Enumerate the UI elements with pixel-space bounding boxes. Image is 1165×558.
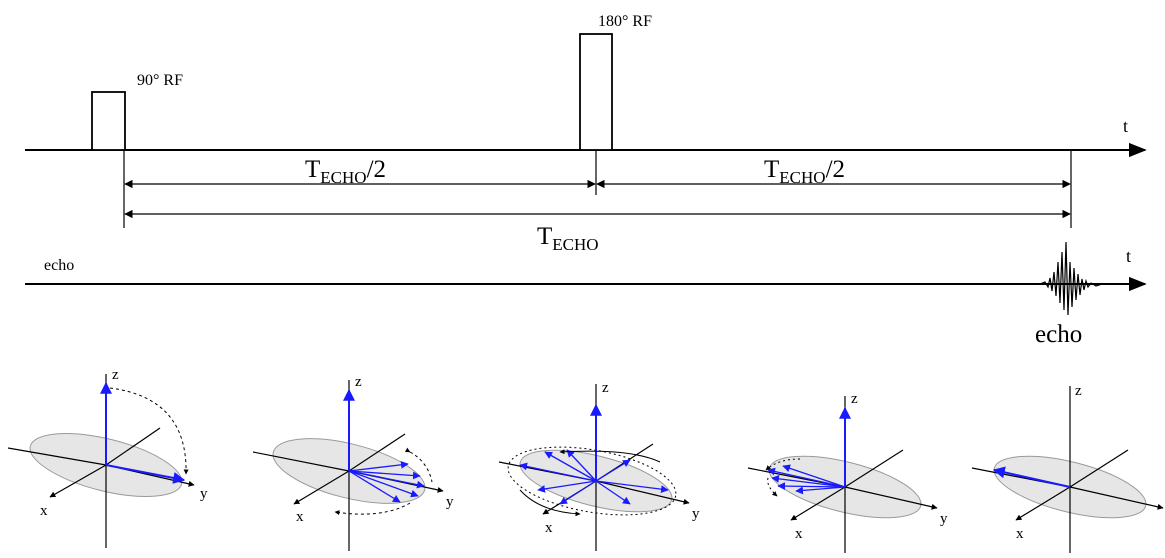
echo-left-label: echo xyxy=(44,257,74,274)
time-axis-label: t xyxy=(1123,116,1128,136)
dephasing-vector xyxy=(348,470,401,503)
axis-y xyxy=(844,486,938,510)
echo-signal xyxy=(1039,241,1103,316)
y-axis-label: y xyxy=(200,486,208,502)
y-axis-label: y xyxy=(692,506,700,522)
x-axis-label: x xyxy=(296,509,304,525)
dephasing-vector xyxy=(595,480,669,493)
magnetization-vector xyxy=(105,464,186,484)
z-axis-label: z xyxy=(355,374,362,390)
rotation-arc xyxy=(767,477,778,497)
z-axis-label: z xyxy=(112,367,119,383)
pulse-180-rf xyxy=(579,33,613,151)
axis-x xyxy=(49,464,107,498)
dephasing-vector xyxy=(595,480,631,505)
axis-horizontal xyxy=(7,447,107,466)
dephasing-vector xyxy=(566,449,597,482)
vector-panel-3: z y x xyxy=(498,380,700,551)
pulse-90-rf xyxy=(91,91,126,151)
dephasing-vector xyxy=(537,480,597,493)
dephasing-ring xyxy=(507,446,677,516)
dephasing-vector xyxy=(348,470,421,480)
x-axis-label: x xyxy=(1016,526,1024,542)
x-axis-label: x xyxy=(795,526,803,542)
echo-timeline: echo t echo xyxy=(25,241,1147,348)
pulse-180-label: 180° RF xyxy=(598,13,652,30)
half-echo-label-1: TECHO/2 xyxy=(305,156,386,187)
pulse-90-label: 90° RF xyxy=(137,72,183,89)
vector-panel-1: z y x xyxy=(7,367,208,548)
axis-y xyxy=(1069,486,1164,510)
z-axis-label: z xyxy=(602,380,609,396)
vector-panel-2: z y x xyxy=(252,374,454,551)
dephasing-vector xyxy=(544,451,597,482)
axis-y xyxy=(595,480,690,505)
axis-diag xyxy=(348,433,406,472)
rotation-arc xyxy=(334,502,411,516)
rephasing-vector xyxy=(777,482,846,491)
rephasing-vector xyxy=(771,474,846,488)
y-axis-label: y xyxy=(446,494,454,510)
rephasing-vector xyxy=(767,467,846,488)
half-echo-label-2: TECHO/2 xyxy=(764,156,845,187)
refocused-vector xyxy=(992,466,1071,488)
z-axis-label: z xyxy=(851,391,858,407)
y-axis-label: y xyxy=(940,511,948,527)
vector-panel-5: z x xyxy=(971,383,1164,553)
axis-diag xyxy=(1069,449,1129,488)
rotation-arc xyxy=(559,449,661,463)
rotation-arc xyxy=(519,489,581,517)
full-echo-label: TECHO xyxy=(537,223,599,254)
echo-signal-label: echo xyxy=(1035,321,1082,348)
dephasing-vector xyxy=(595,459,631,482)
dephasing-vector xyxy=(559,480,597,505)
rotation-arc xyxy=(404,447,433,483)
dephasing-vector xyxy=(519,462,597,482)
axis-diag xyxy=(105,427,161,466)
echo-axis-label: t xyxy=(1126,246,1131,266)
x-axis-label: x xyxy=(40,503,48,519)
x-axis-label: x xyxy=(545,520,553,536)
dephasing-vector xyxy=(348,460,409,472)
dephasing-vector xyxy=(348,470,425,489)
dephasing-vector xyxy=(348,470,419,498)
axis-x xyxy=(790,486,846,521)
vector-panel-4: z y x xyxy=(747,391,948,553)
rephasing-vector xyxy=(795,486,846,495)
axis-x xyxy=(293,470,350,505)
pulse-timeline: t 90° RF 180° RF TECHO/2 TECHO/2 TECHO xyxy=(25,13,1147,254)
axis-diag xyxy=(844,449,904,488)
axis-horizontal xyxy=(252,451,350,472)
z-axis-label: z xyxy=(1075,383,1082,399)
axis-x xyxy=(1015,486,1071,521)
rephasing-vector xyxy=(782,464,846,488)
